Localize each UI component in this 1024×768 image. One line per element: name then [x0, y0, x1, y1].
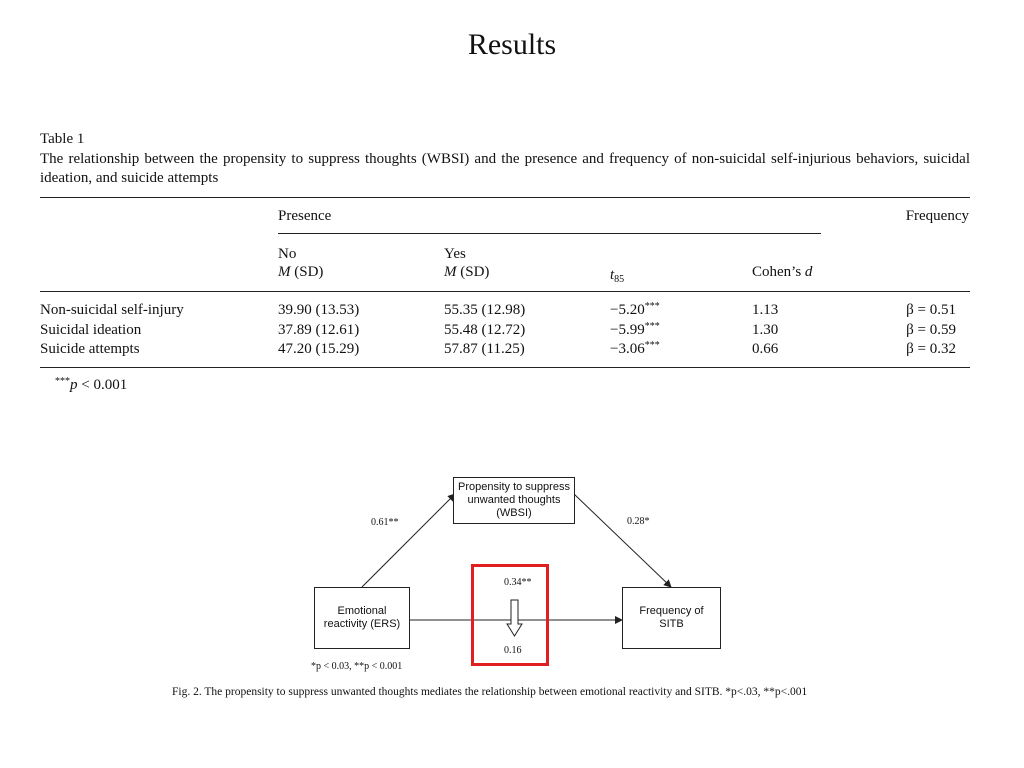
row-label: Suicidal ideation	[40, 322, 142, 338]
header-no-m: M	[278, 264, 291, 280]
header-t-df: 85	[614, 274, 625, 285]
row-no: 37.89 (12.61)	[278, 322, 360, 338]
table-description: The relationship between the propensity …	[40, 151, 970, 186]
header-yes-msd: M (SD)	[444, 263, 489, 281]
row-beta: β = 0.51	[906, 302, 956, 318]
figure-significance-note: *p < 0.03, **p < 0.001	[311, 661, 403, 672]
footnote-p: p	[70, 377, 78, 393]
row-d: 0.66	[752, 341, 779, 357]
path-a-label: 0.61**	[371, 517, 399, 528]
row-yes: 57.87 (11.25)	[444, 341, 525, 357]
header-yes: Yes	[444, 246, 466, 262]
row-t: −3.06***	[610, 340, 660, 358]
row-t-value: −5.99	[610, 322, 645, 338]
path-b-label: 0.28*	[627, 516, 650, 527]
header-yes-sd: (SD)	[460, 264, 490, 280]
row-no: 47.20 (15.29)	[278, 341, 360, 357]
reduction-arrow-icon	[506, 599, 523, 637]
row-t: −5.99***	[610, 321, 660, 339]
header-no: No	[278, 246, 297, 262]
header-cohen-text: Cohen’s	[752, 264, 805, 280]
figure-caption: Fig. 2. The propensity to suppress unwan…	[172, 686, 808, 698]
row-t-sig: ***	[644, 321, 660, 332]
header-presence: Presence	[278, 208, 332, 224]
row-label: Suicide attempts	[40, 341, 140, 357]
header-no-msd: M (SD)	[278, 263, 323, 281]
table-footnote: ***p < 0.001	[55, 377, 127, 394]
header-no-sd: (SD)	[294, 264, 324, 280]
table-bottom-rule	[40, 367, 970, 368]
row-beta: β = 0.59	[906, 322, 956, 338]
header-frequency: Frequency	[905, 208, 969, 224]
predictor-box: Emotional reactivity (ERS)	[314, 587, 410, 649]
header-cohen: Cohen’s d	[752, 263, 812, 281]
header-t-letter: t	[610, 267, 615, 283]
path-c-direct-label: 0.16	[504, 645, 522, 656]
path-b-arrow	[573, 493, 672, 588]
slide-title: Results	[467, 28, 557, 61]
row-t: −5.20***	[610, 301, 660, 319]
row-t-value: −3.06	[610, 341, 645, 357]
mediator-box: Propensity to suppress unwanted thoughts…	[453, 477, 575, 524]
outcome-box: Frequency of SITB	[622, 587, 721, 649]
footnote-stars: ***	[55, 376, 70, 387]
presence-rule	[278, 233, 821, 234]
row-t-sig: ***	[644, 340, 660, 351]
row-d: 1.13	[752, 302, 779, 318]
highlight-box	[471, 564, 549, 666]
row-yes: 55.48 (12.72)	[444, 322, 526, 338]
footnote-rest: < 0.001	[77, 377, 128, 393]
row-d: 1.30	[752, 322, 779, 338]
row-label: Non-suicidal self-injury	[40, 302, 184, 318]
row-no: 39.90 (13.53)	[278, 302, 360, 318]
row-t-value: −5.20	[610, 302, 645, 318]
header-bottom-rule	[40, 291, 970, 292]
header-t: t85	[610, 266, 625, 285]
row-beta: β = 0.32	[906, 341, 956, 357]
table-label: Table 1	[40, 131, 85, 147]
header-yes-m: M	[444, 264, 457, 280]
row-t-sig: ***	[644, 301, 660, 312]
row-yes: 55.35 (12.98)	[444, 302, 526, 318]
header-cohen-d: d	[804, 264, 813, 280]
path-a-arrow	[361, 493, 456, 588]
table-top-rule	[40, 197, 970, 198]
path-c-total-label: 0.34**	[504, 577, 532, 588]
